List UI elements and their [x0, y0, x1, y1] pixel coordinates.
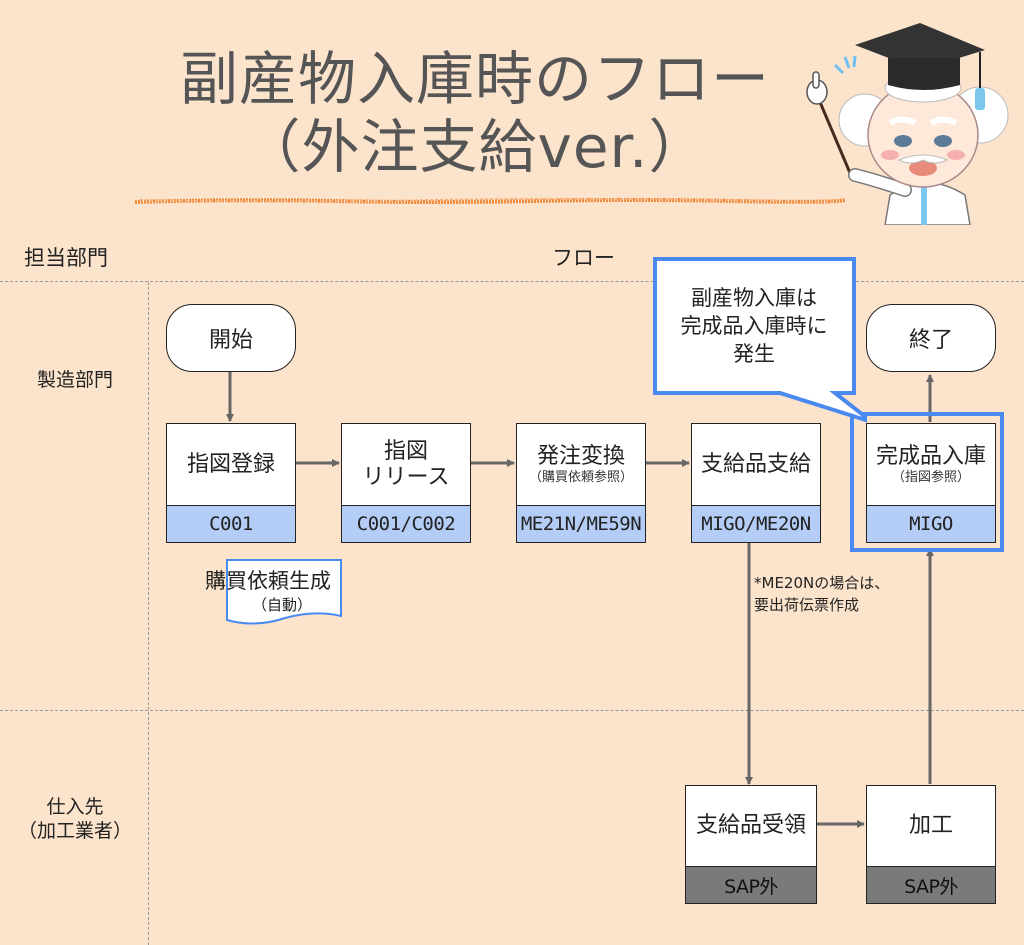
transaction-code: MIGO/ME20N — [692, 506, 820, 542]
document-shape — [226, 559, 342, 625]
process-subtitle: （購買依頼参照） — [528, 469, 633, 485]
end-label: 終了 — [908, 328, 953, 353]
system-label: SAP外 — [686, 867, 816, 903]
process-order-register: 指図登録 C001 — [166, 423, 296, 543]
process-title: 支給品支給 — [700, 451, 811, 477]
lane-label-supplier: 仕入先 （加工業者） — [0, 795, 150, 843]
transaction-code: C001/C002 — [342, 506, 470, 542]
process-supply-issue: 支給品支給 MIGO/ME20N — [691, 423, 821, 543]
callout-text: 副産物入庫は 完成品入庫時に 発生 — [656, 284, 852, 368]
callout-bubble — [653, 257, 867, 423]
transaction-code: MIGO — [867, 506, 995, 542]
title-line-2: （外注支給ver.） — [242, 113, 708, 181]
callout-line-1: 副産物入庫は — [691, 286, 817, 310]
note-line-1: *ME20Nの場合は、 — [754, 574, 890, 592]
department-column-header: 担当部門 — [24, 246, 108, 270]
process-order-release: 指図 リリース C001/C002 — [341, 423, 471, 543]
process-processing: 加工 SAP外 — [866, 785, 996, 904]
title-underline — [135, 197, 845, 204]
lane-divider — [0, 710, 1024, 711]
lane-label-manufacturing: 製造部門 — [0, 368, 150, 392]
process-po-conversion: 発注変換 （購買依頼参照） ME21N/ME59N — [516, 423, 646, 543]
page-title: 副産物入庫時のフロー （外注支給ver.） — [130, 45, 820, 181]
professor-mascot-icon — [806, 23, 1009, 225]
lane-label-subtext: （加工業者） — [17, 820, 132, 842]
document-title: 購買依頼生成 — [205, 569, 331, 593]
header-divider — [0, 281, 1024, 282]
system-label: SAP外 — [867, 867, 995, 903]
transaction-code: ME21N/ME59N — [517, 506, 645, 542]
document-subtitle: （自動） — [252, 596, 313, 614]
transaction-code: C001 — [167, 506, 295, 542]
process-title: 指図登録 — [186, 451, 275, 477]
title-line-1: 副産物入庫時のフロー — [179, 45, 770, 113]
process-title: 加工 — [908, 813, 953, 838]
start-label: 開始 — [208, 328, 253, 353]
process-subtitle: （指図参照） — [891, 469, 970, 485]
process-title: 支給品受領 — [695, 813, 806, 838]
flow-column-header: フロー — [552, 246, 615, 270]
callout-line-2: 完成品入庫時に — [680, 314, 828, 338]
process-supply-receive: 支給品受領 SAP外 — [685, 785, 817, 904]
end-node: 終了 — [866, 304, 996, 372]
start-node: 開始 — [166, 304, 296, 372]
highlight-frame — [850, 412, 1004, 552]
shipping-note: *ME20Nの場合は、 要出荷伝票作成 — [754, 572, 889, 616]
lane-label-text: 仕入先 — [46, 796, 104, 818]
process-title: 完成品入庫 — [875, 443, 986, 469]
process-title-line-2: リリース — [362, 464, 450, 490]
note-line-2: 要出荷伝票作成 — [754, 596, 860, 614]
process-title: 指図 — [383, 438, 428, 464]
callout-line-3: 発生 — [733, 342, 775, 366]
lane-label-text: 製造部門 — [36, 369, 113, 391]
label-column-divider — [148, 282, 149, 945]
process-fg-receipt: 完成品入庫 （指図参照） MIGO — [866, 423, 996, 543]
process-title: 発注変換 — [536, 443, 625, 469]
